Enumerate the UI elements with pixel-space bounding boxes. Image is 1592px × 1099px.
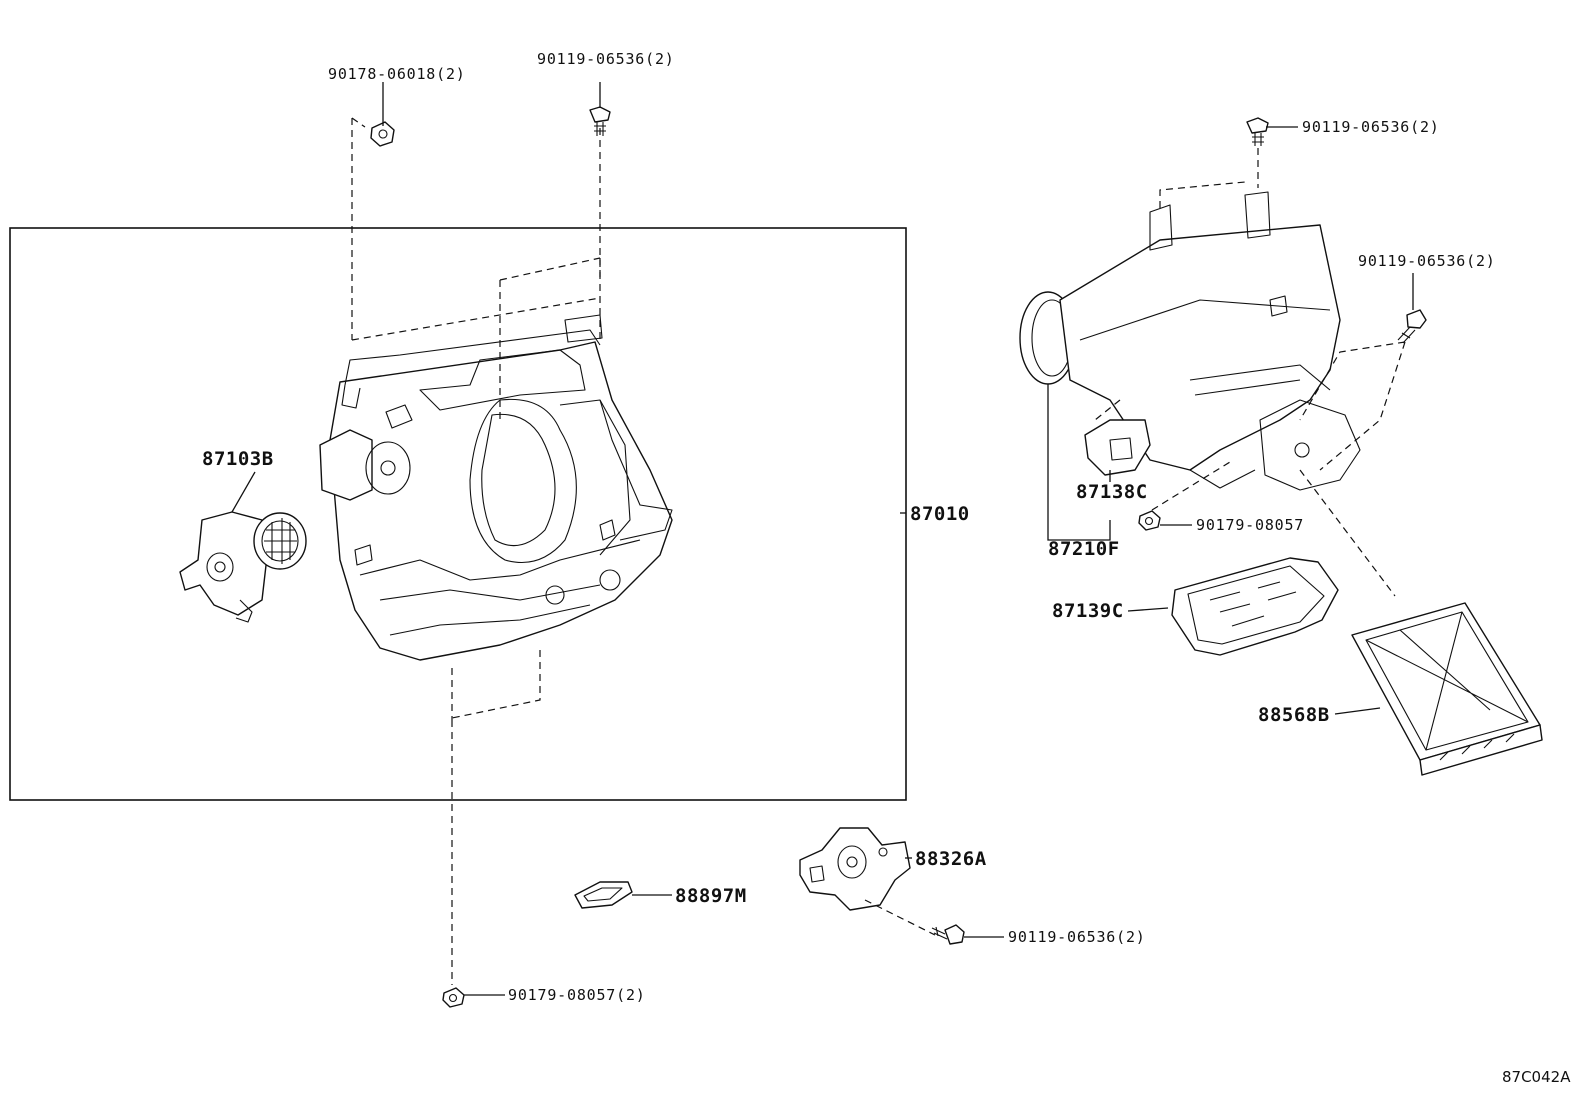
- callout-87103B: 87103B: [202, 448, 274, 470]
- assembly-frame-87010: [9, 227, 907, 801]
- filter-88568B-illustration: [1351, 602, 1543, 776]
- callout-90119-06536-bottom: 90119-06536(2): [1008, 928, 1146, 946]
- callout-87210F: 87210F: [1048, 538, 1120, 560]
- callout-87010: 87010: [910, 503, 970, 525]
- gasket-88897M-illustration: [574, 881, 633, 909]
- callout-90179-08057-bottom: 90179-08057(2): [508, 986, 646, 1004]
- nut-90178-icon: [370, 121, 395, 147]
- nut-90179-bottom-icon: [442, 987, 465, 1008]
- callout-88897M: 88897M: [675, 885, 747, 907]
- resistor-87138C-illustration: [1084, 419, 1151, 476]
- screw-90119-top-icon: [589, 106, 611, 136]
- callout-90119-06536-top: 90119-06536(2): [537, 50, 675, 68]
- callout-90119-06536-right-mid: 90119-06536(2): [1358, 252, 1496, 270]
- blower-case-illustration: [319, 314, 673, 661]
- intake-housing-illustration: [1019, 191, 1361, 491]
- callout-88326A: 88326A: [915, 848, 987, 870]
- callout-88568B: 88568B: [1258, 704, 1330, 726]
- callout-90119-06536-right-top: 90119-06536(2): [1302, 118, 1440, 136]
- screw-90119-right-mid-icon: [1397, 309, 1427, 344]
- screw-90119-bottom-icon: [931, 924, 965, 945]
- callout-90178-06018: 90178-06018(2): [328, 65, 466, 83]
- callout-90179-08057-right: 90179-08057: [1196, 516, 1304, 534]
- screw-90119-right-top-icon: [1246, 117, 1269, 146]
- servo-88326A-illustration: [799, 827, 911, 911]
- blower-motor-illustration: [179, 511, 307, 623]
- reference-code: 87C042A: [1502, 1068, 1571, 1086]
- callout-87139C: 87139C: [1052, 600, 1124, 622]
- callout-87138C: 87138C: [1076, 481, 1148, 503]
- case-87139C-illustration: [1171, 557, 1339, 656]
- nut-90179-right-icon: [1138, 510, 1161, 531]
